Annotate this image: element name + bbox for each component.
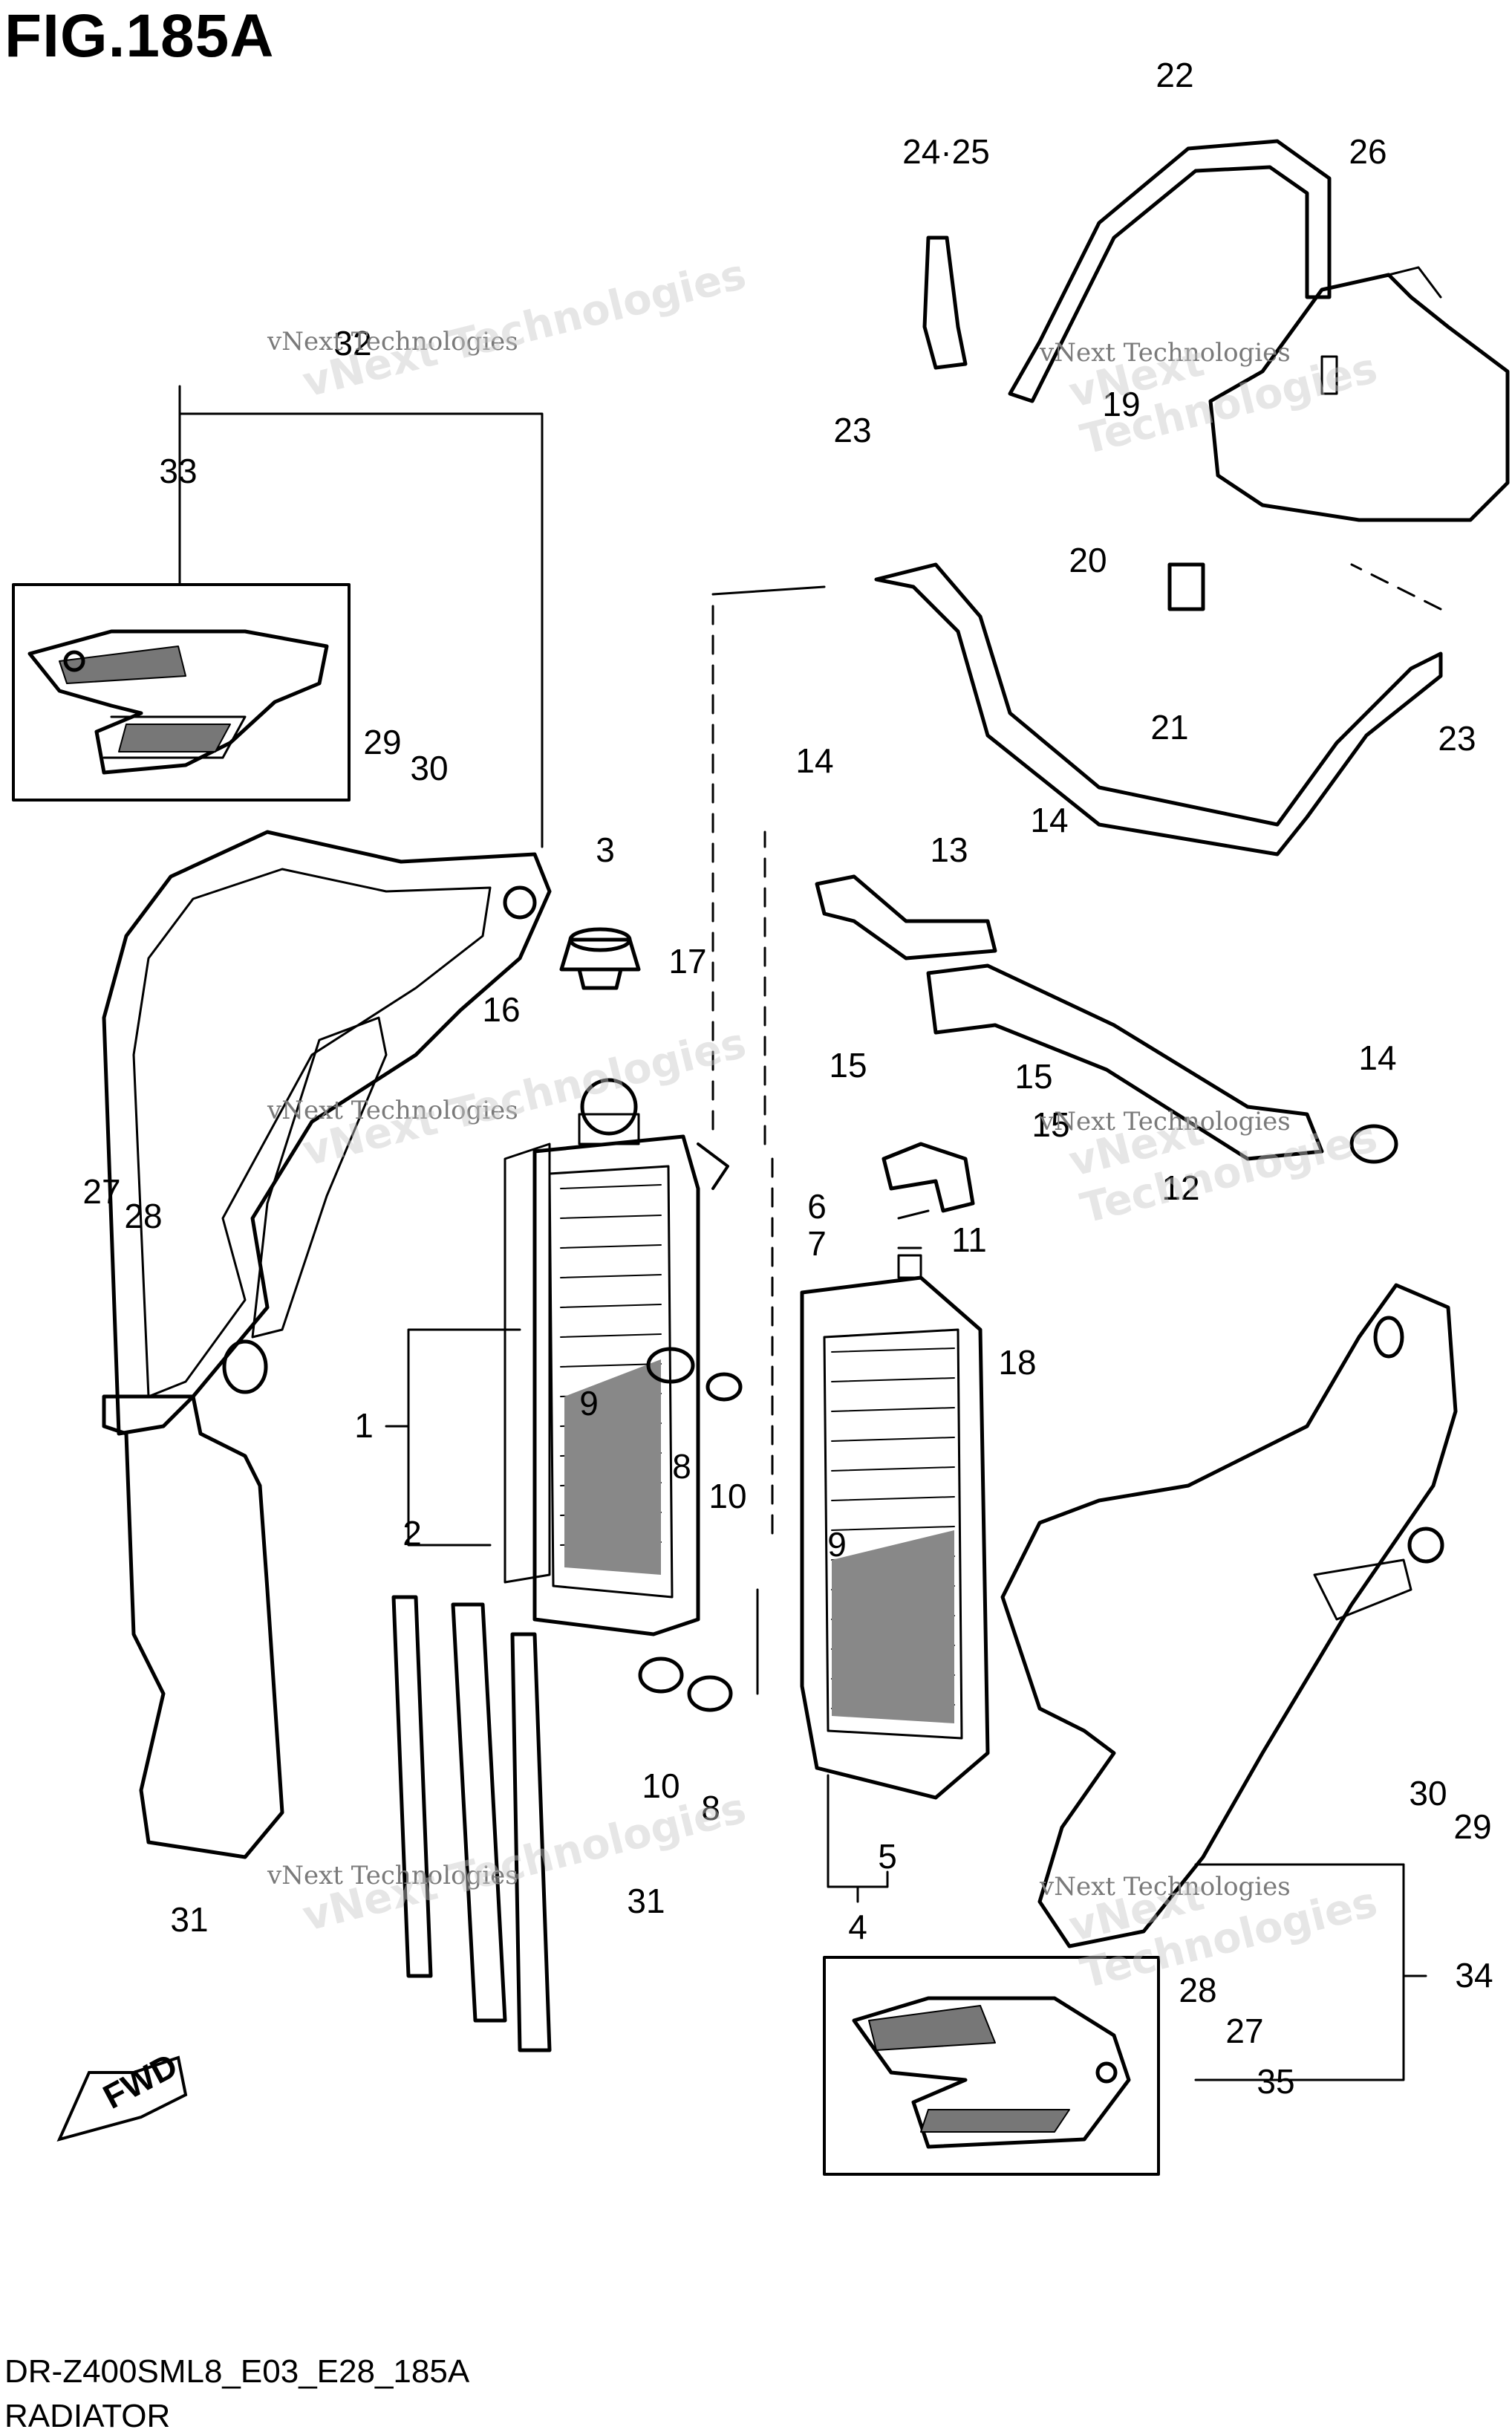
hose-22 [1008, 139, 1332, 403]
callout-c16: 16 [482, 990, 520, 1029]
left-radiator-shroud [102, 830, 552, 1436]
callout-c29b: 29 [1453, 1807, 1491, 1846]
callout-c34: 34 [1455, 1956, 1493, 1995]
fwd-arrow: FWD [56, 2046, 188, 2142]
callout-c31a: 31 [170, 1900, 208, 1939]
callout-c28b: 28 [1179, 1971, 1216, 2009]
cap-20 [1167, 562, 1205, 611]
callout-c18: 18 [998, 1343, 1036, 1382]
radiator-louvers [391, 1595, 552, 2052]
callout-c20: 20 [1069, 541, 1107, 579]
callout-c6: 6 [807, 1187, 827, 1226]
callout-c21: 21 [1150, 708, 1188, 747]
callout-c12: 12 [1161, 1168, 1199, 1207]
callout-c7: 7 [807, 1224, 827, 1263]
callout-c30a: 30 [410, 749, 448, 787]
callout-c14c: 14 [1358, 1038, 1396, 1077]
callout-c13: 13 [930, 830, 968, 869]
callout-c35: 35 [1257, 2062, 1294, 2101]
callout-c23b: 23 [1438, 719, 1476, 758]
callout-c8b: 8 [701, 1789, 720, 1827]
callout-c15c: 15 [1032, 1105, 1069, 1144]
leader-lines [178, 385, 1442, 2081]
right-decal-set [823, 1956, 1160, 2176]
radiator-cap [559, 927, 641, 990]
right-radiator [800, 1254, 990, 1800]
callout-c15b: 15 [1014, 1057, 1052, 1096]
radiator-hoses [882, 963, 1398, 1213]
callout-c27a: 27 [82, 1172, 120, 1211]
callout-c5: 5 [878, 1837, 897, 1876]
reservoir-tank [1208, 266, 1510, 522]
diagram-code: DR-Z400SML8_E03_E28_185A [4, 2353, 470, 2390]
callout-c17: 17 [668, 942, 706, 981]
callout-c2425: 24·25 [902, 132, 990, 171]
callout-c22: 22 [1156, 56, 1193, 94]
diagram-name: RADIATOR [4, 2398, 171, 2434]
callout-c14a: 14 [795, 741, 833, 780]
callout-c14b: 14 [1030, 801, 1068, 839]
callout-c4: 4 [848, 1908, 867, 1946]
callout-c32: 32 [333, 324, 371, 363]
callout-c26: 26 [1349, 132, 1386, 171]
grommets [638, 1347, 743, 1712]
callout-c9b: 9 [827, 1525, 847, 1564]
callout-c10b: 10 [642, 1766, 680, 1805]
bracket-24-25 [922, 235, 968, 370]
left-radiator [504, 1078, 729, 1636]
left-decal-set [12, 583, 351, 802]
hose-13 [815, 874, 997, 960]
callout-c8a: 8 [672, 1447, 691, 1486]
callout-c33: 33 [159, 452, 197, 490]
right-radiator-shroud [1000, 1283, 1458, 1948]
callout-c27b: 27 [1225, 2012, 1263, 2050]
callout-c19: 19 [1102, 385, 1140, 423]
callout-c29a: 29 [363, 723, 401, 761]
callout-c23a: 23 [833, 411, 871, 449]
callout-c31b: 31 [627, 1882, 665, 1920]
callout-c15a: 15 [829, 1046, 867, 1085]
radiator-guard-left [102, 1394, 284, 1859]
callout-c9a: 9 [579, 1384, 599, 1423]
callout-c11: 11 [951, 1220, 987, 1259]
callout-c1: 1 [354, 1406, 374, 1445]
callout-c2: 2 [403, 1514, 422, 1553]
callout-c3: 3 [596, 830, 615, 869]
callout-c28a: 28 [124, 1197, 162, 1235]
overflow-hose-21 [874, 562, 1443, 856]
callout-c10a: 10 [708, 1477, 746, 1515]
callout-c30b: 30 [1409, 1774, 1447, 1813]
figure-title: FIG.185A [4, 2, 275, 70]
